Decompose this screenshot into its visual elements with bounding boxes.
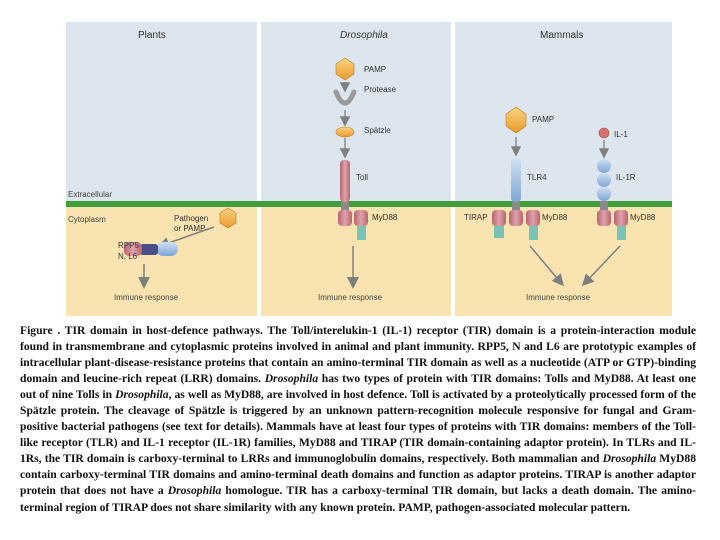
extracellular-label: Extracellular	[68, 190, 112, 199]
pathogen-label-line2: or PAMP	[174, 224, 205, 233]
mammal-pamp-hexagon-icon	[505, 106, 527, 134]
mammal-response-arrow-left	[529, 245, 564, 287]
spatzle-label: Spätzle	[364, 126, 391, 135]
caption-text-1: Figure . TIR domain in host-defence path…	[20, 324, 696, 386]
toll-receptor	[338, 160, 352, 226]
pamp-hexagon-icon	[335, 57, 355, 81]
drosophila-myd88	[354, 210, 368, 240]
caption-text-4: MyD88 contain carboxy-terminal TIR domai…	[20, 452, 696, 498]
pathway-figure: Plants Drosophila Mammals Extracellular …	[64, 20, 674, 318]
drosophila-pamp-label: PAMP	[364, 65, 386, 74]
il1r-myd88	[614, 210, 628, 240]
panel-title-mammals: Mammals	[540, 30, 583, 41]
cytoplasm-label: Cytoplasm	[68, 215, 106, 224]
mammal-pamp-label: PAMP	[532, 115, 554, 124]
rpp5-label-line1: RPP5	[118, 241, 139, 250]
caption-italic-1: Drosophila	[264, 372, 319, 386]
il1r-label: IL-1R	[616, 173, 636, 182]
toll-label: Toll	[356, 173, 368, 182]
il1-ligand-icon	[598, 127, 610, 139]
plants-immune-response: Immune response	[114, 293, 179, 302]
drosophila-immune-response: Immune response	[318, 293, 383, 302]
mammal-myd88-label: MyD88	[542, 213, 568, 222]
il1r-receptor	[597, 159, 611, 226]
pathway-diagram: Plants Drosophila Mammals Extracellular …	[66, 22, 672, 316]
panel-mammals	[455, 22, 672, 316]
figure-caption: Figure . TIR domain in host-defence path…	[20, 323, 696, 516]
pathogen-hexagon-icon	[219, 207, 237, 229]
il1r-myd88-label: MyD88	[630, 213, 656, 222]
il1-label: IL-1	[614, 130, 628, 139]
pathogen-label-line1: Pathogen	[174, 214, 208, 223]
tlr4-label: TLR4	[527, 173, 547, 182]
tlr4-receptor	[509, 158, 523, 226]
panel-drosophila	[261, 22, 451, 316]
panel-title-drosophila: Drosophila	[340, 30, 388, 41]
caption-italic-4: Drosophila	[167, 484, 222, 498]
drosophila-myd88-label: MyD88	[372, 213, 398, 222]
spatzle-icon	[335, 126, 355, 138]
caption-italic-3: Drosophila	[602, 452, 657, 466]
rpp5-protein	[124, 242, 178, 256]
mammal-response-arrow-right	[581, 245, 621, 287]
cell-membrane	[66, 201, 672, 207]
protease-label: Protease	[364, 85, 397, 94]
protease-icon	[333, 89, 357, 106]
mammal-myd88	[526, 210, 540, 240]
caption-text-2: has two types of protein with TIR domain…	[20, 372, 696, 402]
tirap-adaptor	[492, 210, 506, 238]
panel-plants	[66, 22, 257, 316]
caption-italic-2: Drosophila	[115, 388, 169, 402]
tirap-label: TIRAP	[464, 213, 488, 222]
mammals-immune-response: Immune response	[526, 293, 591, 302]
caption-text-5: homologue. TIR has a carboxy-terminal TI…	[20, 484, 696, 514]
caption-text-3: , as well as MyD88, are involved in host…	[20, 388, 697, 466]
panel-title-plants: Plants	[138, 30, 166, 41]
rpp5-label-line2: N, L6	[118, 252, 138, 261]
